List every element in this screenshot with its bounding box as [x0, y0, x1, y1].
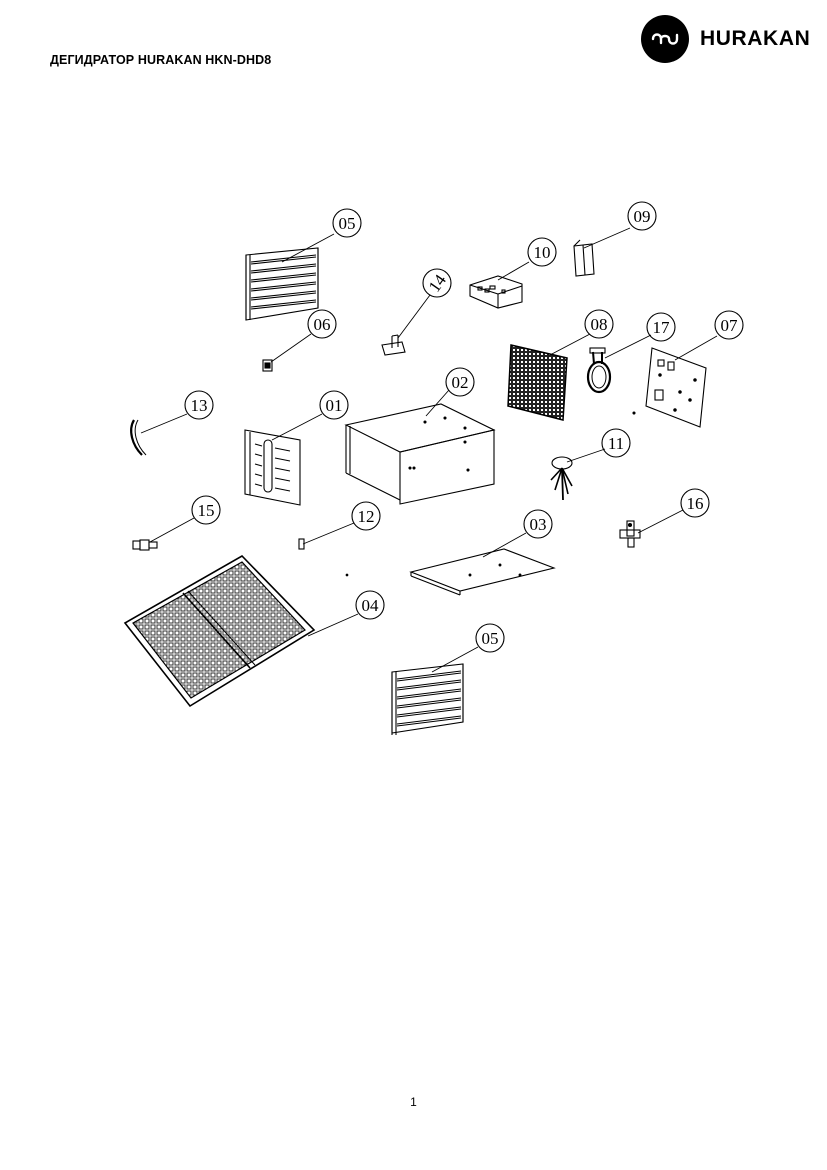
part-08-fan-grille — [507, 344, 568, 421]
callout-label-13: 13 — [191, 396, 208, 415]
page-number: 1 — [410, 1095, 417, 1109]
callout-label-05-bottom: 05 — [482, 629, 499, 648]
part-14-clip — [381, 334, 406, 356]
hurakan-logo-icon — [641, 15, 689, 63]
part-06-latch — [262, 359, 273, 372]
callout-label-04: 04 — [362, 596, 380, 615]
callout-label-11: 11 — [608, 434, 624, 453]
part-11-fan — [550, 456, 573, 501]
part-07-back-panel — [645, 347, 707, 428]
part-05-bottom-rack — [391, 663, 464, 735]
part-13-handle — [130, 419, 147, 456]
callout-circles — [184, 201, 744, 653]
callout-label-10: 10 — [534, 243, 551, 262]
part-16-valve — [619, 520, 641, 548]
callout-label-07: 07 — [721, 316, 739, 335]
brand-header: HURAKAN — [641, 15, 810, 63]
part-17-heater-ring — [586, 347, 612, 394]
document-title: ДЕГИДРАТОР HURAKAN HKN-DHD8 — [50, 53, 272, 67]
brand-name: HURAKAN — [700, 27, 811, 50]
callout-label-05-top: 05 — [339, 214, 356, 233]
part-03-bottom-plate — [409, 548, 556, 596]
callout-label-01: 01 — [326, 396, 343, 415]
part-15-knob — [132, 539, 158, 551]
callout-label-16: 16 — [687, 494, 704, 513]
part-02-housing — [344, 403, 496, 505]
callout-label-03: 03 — [530, 515, 547, 534]
callout-label-06: 06 — [314, 315, 331, 334]
callout-label-12: 12 — [358, 507, 375, 526]
callout-label-08: 08 — [591, 315, 608, 334]
part-04-drying-tray — [123, 554, 316, 708]
callout-label-09: 09 — [634, 207, 651, 226]
part-10-control-panel — [469, 275, 523, 309]
callout-label-15: 15 — [198, 501, 215, 520]
callout-label-02: 02 — [452, 373, 469, 392]
leader-lines — [140, 227, 718, 673]
part-05-top-rack — [245, 247, 319, 321]
part-01-door-panel — [244, 429, 301, 506]
part-09-bracket — [573, 239, 595, 277]
callout-label-14: 14 — [425, 270, 451, 295]
callout-label-17: 17 — [653, 318, 671, 337]
